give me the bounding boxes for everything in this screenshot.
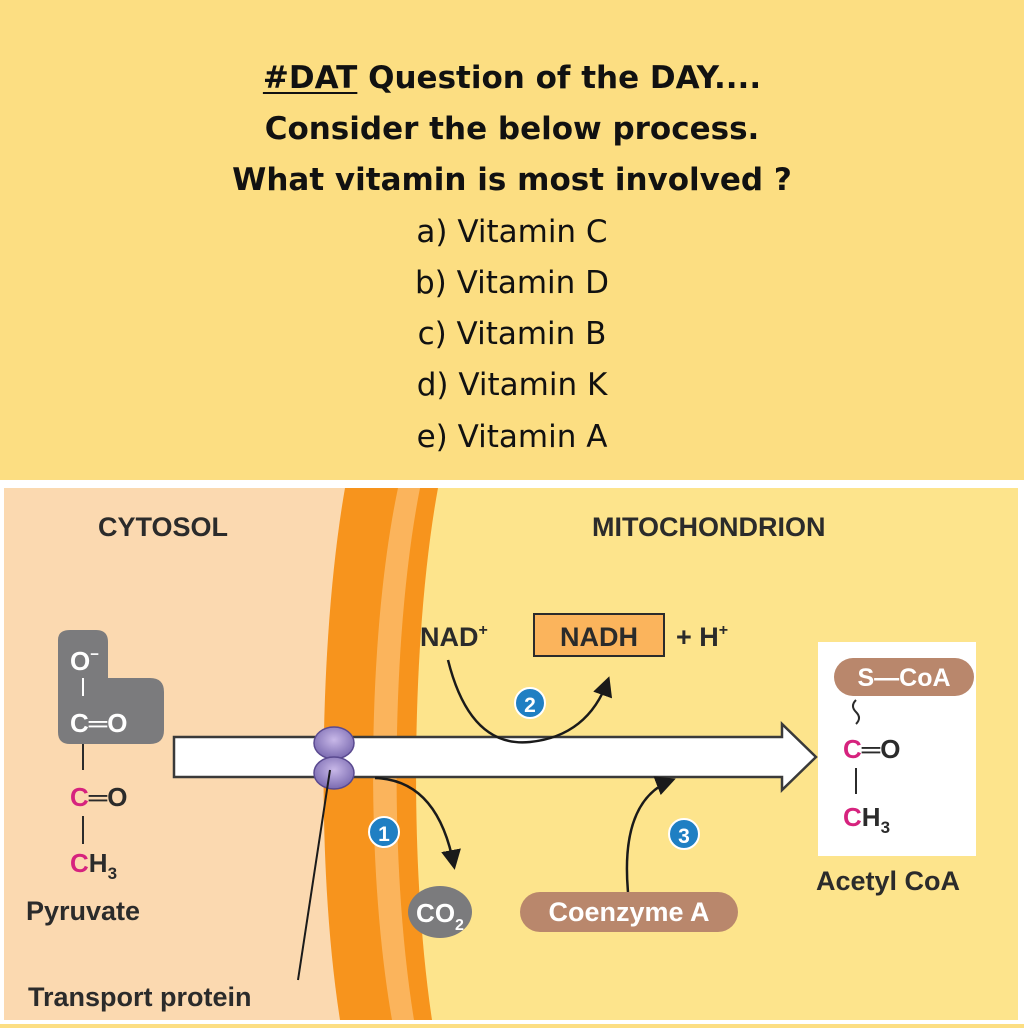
mitochondrion-label: MITOCHONDRION <box>592 512 826 542</box>
transport-protein-top <box>313 726 355 760</box>
coenzyme-a-pill <box>520 892 738 932</box>
hashtag[interactable]: #DAT <box>262 60 358 96</box>
step-3-marker <box>668 818 700 850</box>
option-c[interactable]: c) Vitamin B <box>417 316 607 352</box>
question-title: #DAT Question of the DAY.... <box>0 60 1024 96</box>
pyruvate-o-minus: O− <box>70 646 99 676</box>
question-line-2: Consider the below process. <box>264 111 760 147</box>
nadh-reduction-arrow <box>446 659 613 744</box>
pyruvate-c1: C═O <box>70 708 127 738</box>
title-text: Question of the DAY.... <box>357 60 762 96</box>
cytosol-label: CYTOSOL <box>98 512 228 542</box>
question-panel: #DAT Question of the DAY.... Consider th… <box>0 0 1024 480</box>
option-e[interactable]: e) Vitamin A <box>416 419 608 455</box>
step-1-number: 1 <box>378 823 390 846</box>
diagram: CYTOSOL MITOCHONDRION O− C═O C═O CH3 Pyr… <box>0 480 1024 1024</box>
pyruvate-label: Pyruvate <box>26 896 140 926</box>
step-2-marker <box>514 687 546 719</box>
option-a[interactable]: a) Vitamin C <box>416 214 608 250</box>
transport-protein-label: Transport protein <box>28 982 252 1012</box>
step-2-number: 2 <box>524 694 536 717</box>
acetyl-ch3: CH3 <box>843 802 890 837</box>
transport-protein-pointer <box>297 769 331 981</box>
nadh-label: NADH <box>560 622 638 652</box>
coenzyme-a-arrow <box>625 776 676 893</box>
nadh-box <box>533 613 665 657</box>
pyruvate-c2: C═O <box>70 782 127 812</box>
transport-protein-bottom <box>313 756 355 790</box>
pyruvate-carboxyl-group <box>58 630 164 744</box>
option-d[interactable]: d) Vitamin K <box>416 367 608 403</box>
co2-bubble <box>408 886 472 938</box>
s-coa-pill <box>834 658 974 696</box>
co2-label: CO2 <box>416 898 464 934</box>
acetyl-coa-label: Acetyl CoA <box>816 866 960 896</box>
h-plus-label: + H+ <box>676 622 728 652</box>
decarboxylation-arrow <box>374 776 461 870</box>
thioester-bond <box>852 699 860 725</box>
s-coa-label: S—CoA <box>857 664 950 692</box>
acetyl-carbonyl: C═O <box>843 734 900 764</box>
coenzyme-a-label: Coenzyme A <box>548 897 709 927</box>
pyruvate-ch3: CH3 <box>70 848 117 883</box>
option-b[interactable]: b) Vitamin D <box>414 265 610 301</box>
step-1-marker <box>368 816 400 848</box>
nad-plus-label: NAD+ <box>420 622 488 652</box>
step-3-number: 3 <box>678 825 690 848</box>
question-line-3: What vitamin is most involved ? <box>232 162 792 198</box>
